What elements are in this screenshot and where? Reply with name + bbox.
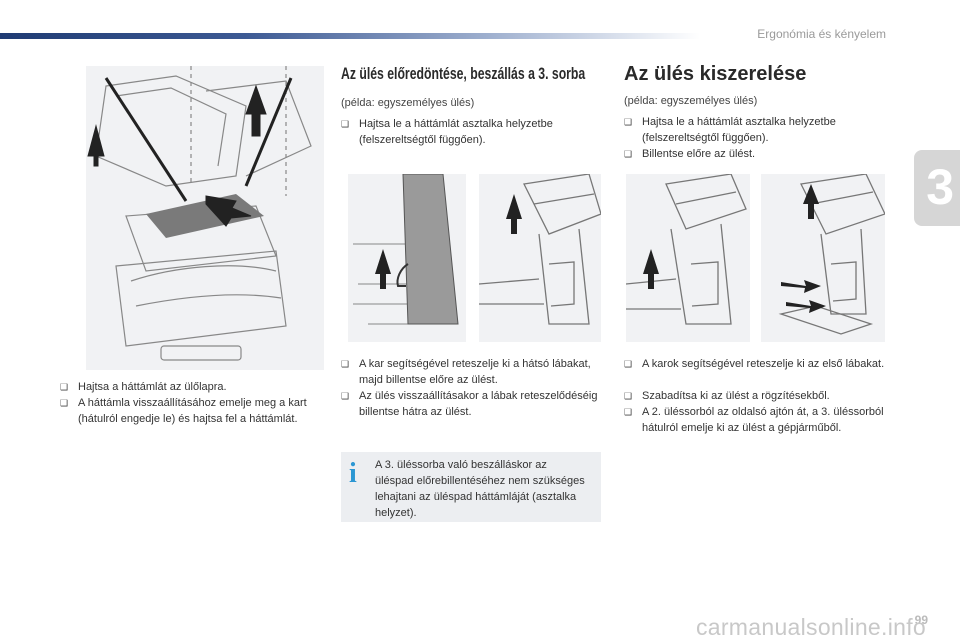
bullet-icon: ❑ [624,149,633,159]
info-text: A 3. üléssorba való beszálláskor az ülés… [375,459,585,519]
chapter-tab [914,150,960,226]
header-accent-bar [0,33,700,39]
list-item: ❑ Hajtsa le a háttámlát asztalka helyzet… [341,118,553,146]
example-note: (példa: egyszemélyes ülés) [624,95,758,107]
bullet-icon: ❑ [60,398,69,408]
list-item: ❑ Hajtsa a háttámlát az ülőlapra. [60,381,227,393]
seat-fold-drawing [87,66,312,361]
seat-tilt-drawing-2 [479,174,601,325]
seat-removal-drawing-1 [626,174,747,325]
page-number: 99 [914,613,928,627]
list-item: ❑ Az ülés visszaállításakor a lábak rete… [341,390,598,418]
bullet-icon: ❑ [624,359,633,369]
bullet-icon: ❑ [624,407,633,417]
list-item: ❑ A 2. üléssorból az oldalsó ajtón át, a… [624,406,884,434]
info-box: i A 3. üléssorba való beszálláskor az ül… [341,452,601,522]
example-note: (példa: egyszemélyes ülés) [341,97,475,109]
chapter-title: Ergonómia és kényelem [757,27,886,41]
seat-removal-illustration-1 [626,174,750,342]
seat-removal-drawing-2 [778,174,885,335]
list-item: ❑ A háttámla visszaállításához emelje me… [60,397,307,425]
bullet-icon: ❑ [624,391,633,401]
seat-removal-illustration-2 [761,174,885,342]
seat-tilt-illustration-1 [348,174,466,342]
section-heading: Az ülés kiszerelése [624,63,807,85]
bullet-icon: ❑ [341,359,350,369]
watermark: carmanualsonline.info [695,614,926,640]
section-heading: Az ülés előredöntése, beszállás a 3. sor… [341,64,586,83]
seat-tilt-drawing-1 [353,174,459,325]
list-item: ❑ A kar segítségével reteszelje ki a hát… [341,358,591,386]
seat-tilt-illustration-2 [479,174,601,342]
seat-fold-illustration [86,66,324,370]
chapter-number: 3 [926,159,954,215]
list-item: ❑ Hajtsa le a háttámlát asztalka helyzet… [624,116,836,144]
bullet-icon: ❑ [624,117,633,127]
info-icon: i [349,458,357,489]
list-item: ❑ A karok segítségével reteszelje ki az … [624,358,885,370]
bullet-icon: ❑ [60,382,69,392]
list-item: ❑ Billentse előre az ülést. [624,148,756,160]
list-item: ❑ Szabadítsa ki az ülést a rögzítésekből… [624,390,830,402]
bullet-icon: ❑ [341,119,350,129]
bullet-icon: ❑ [341,391,350,401]
